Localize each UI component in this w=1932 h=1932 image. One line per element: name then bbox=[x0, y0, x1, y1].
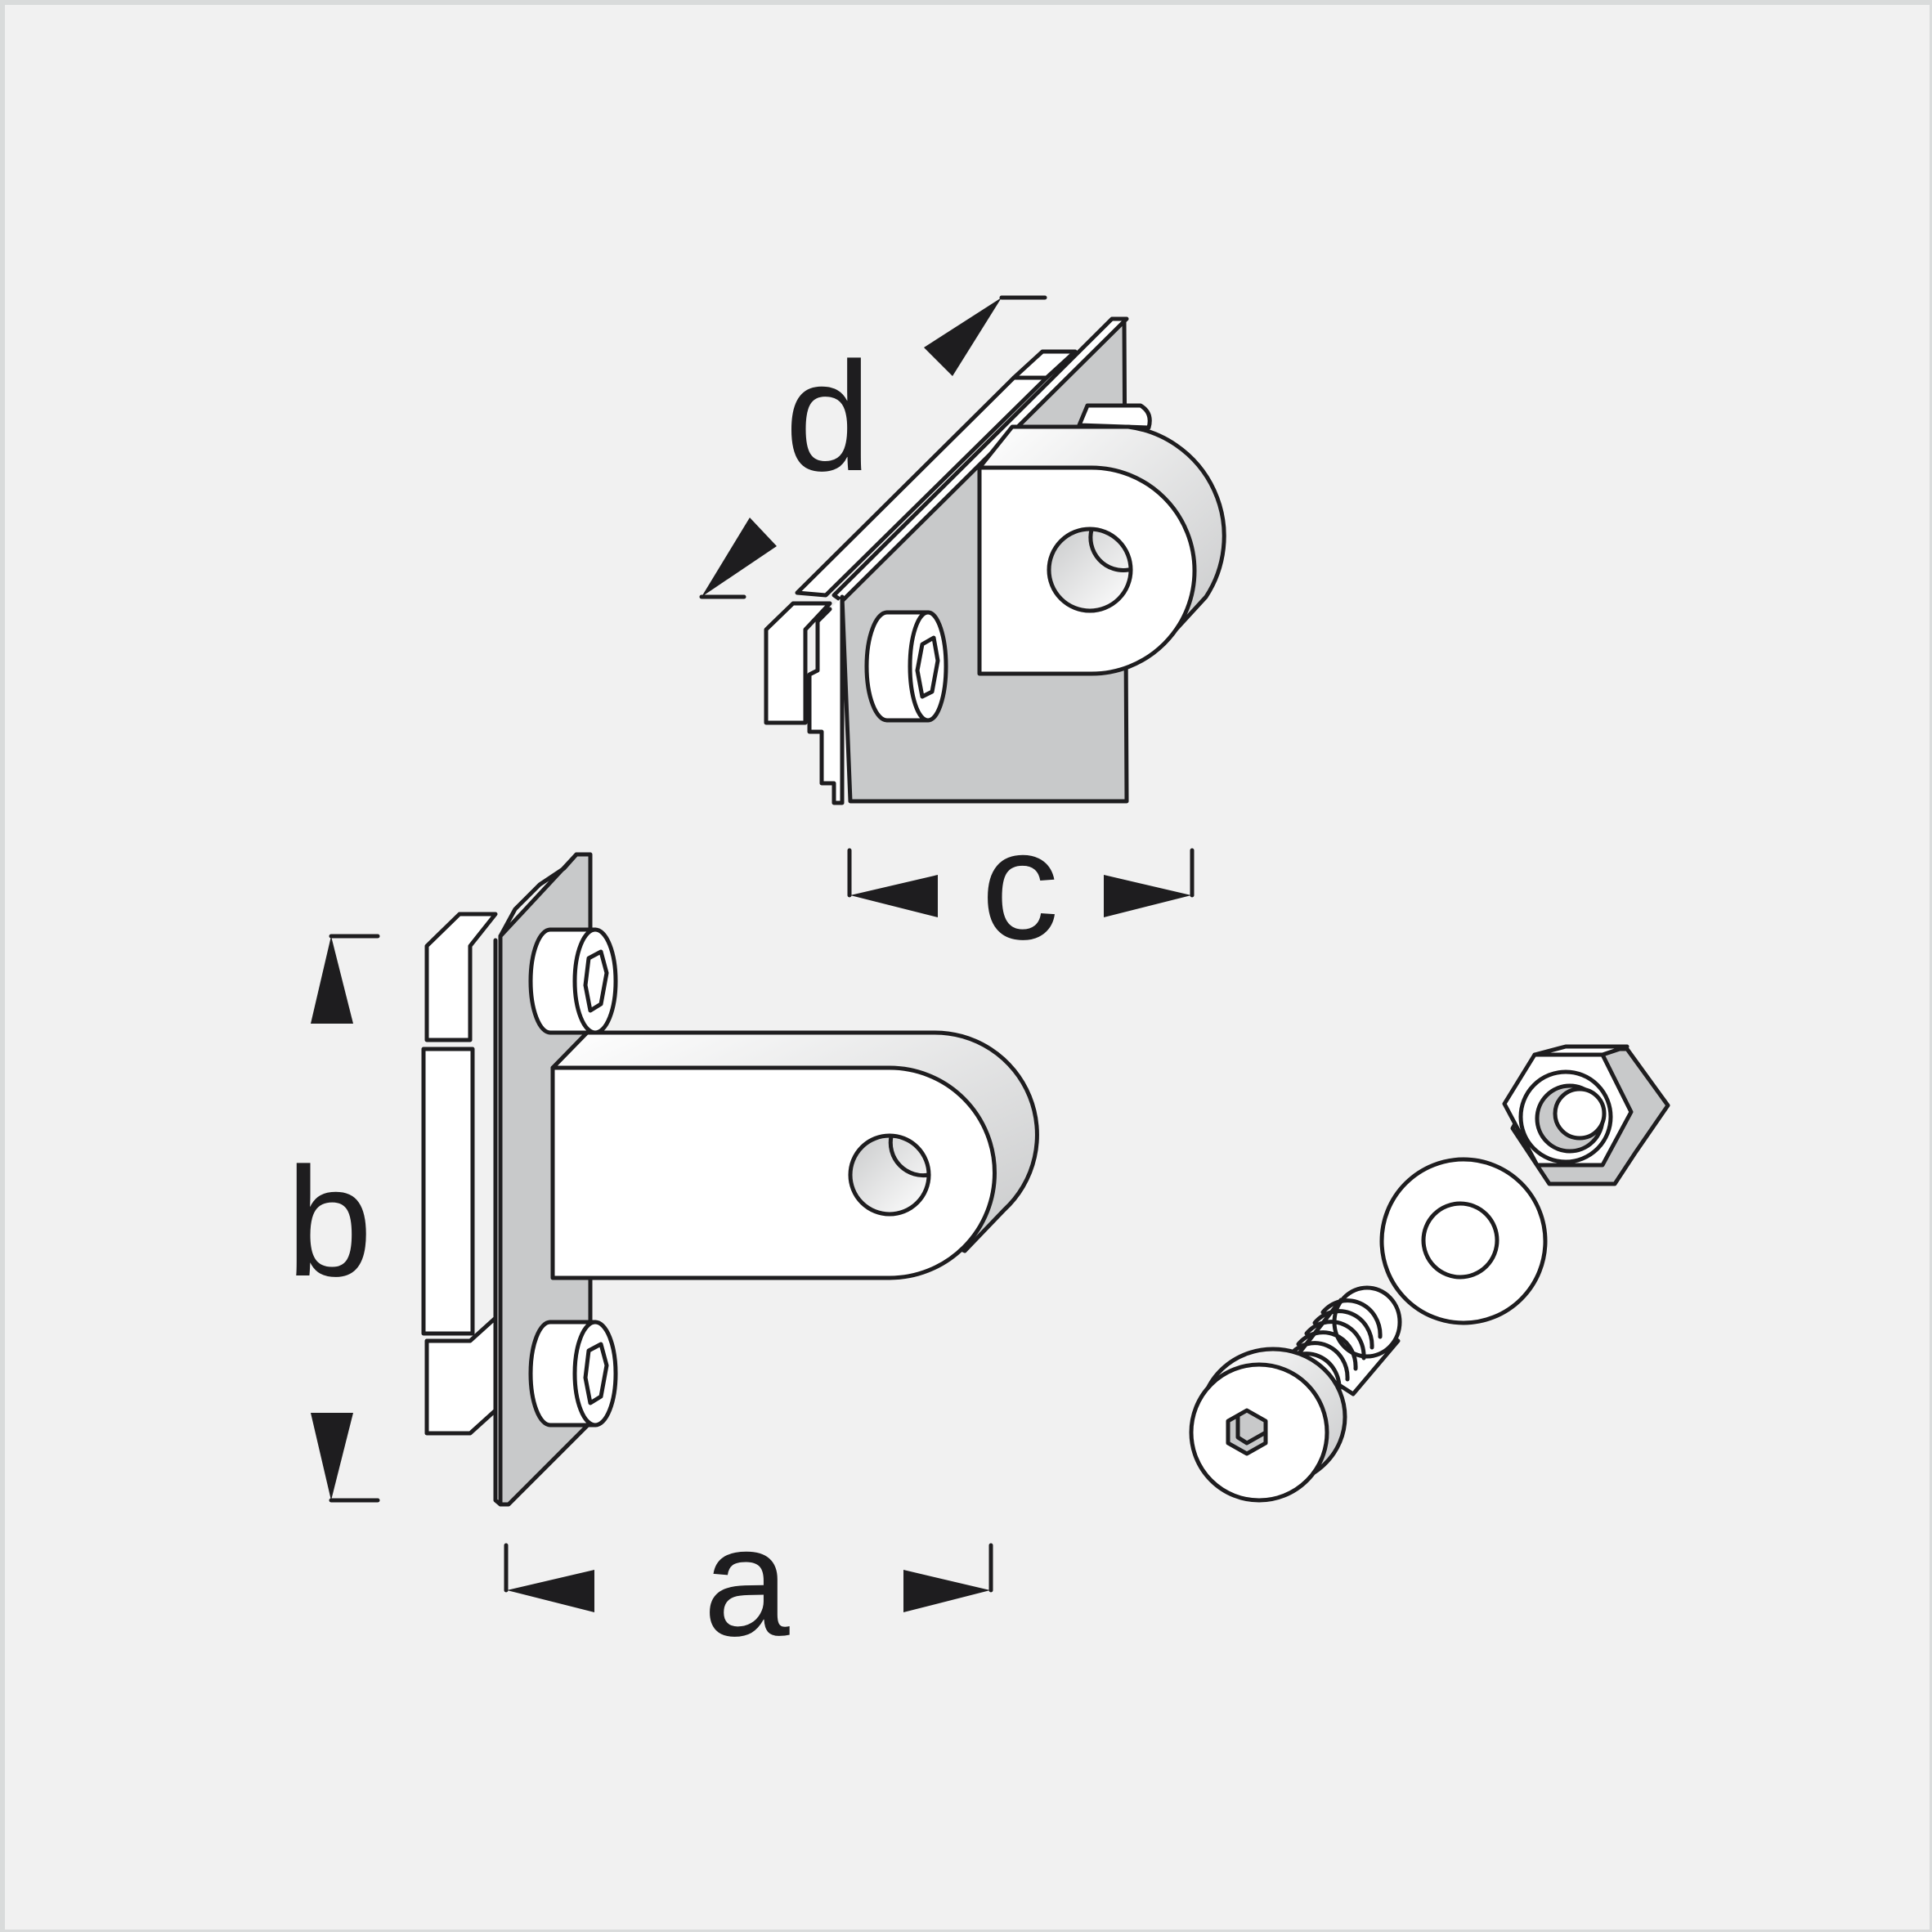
arrow-down-left-icon bbox=[702, 518, 777, 597]
hex-nut bbox=[1502, 1044, 1670, 1186]
slot-nut bbox=[764, 601, 832, 725]
hex-socket-icon bbox=[915, 635, 940, 699]
arrow-down-icon bbox=[311, 1413, 353, 1500]
washer-hole bbox=[1421, 1201, 1499, 1280]
arrow-left-icon bbox=[507, 1570, 594, 1612]
dimension-c: c bbox=[847, 799, 1195, 972]
slot-nut-bottom bbox=[424, 1316, 498, 1436]
arrow-left-icon bbox=[850, 875, 938, 917]
dimension-label-c: c bbox=[981, 799, 1059, 972]
clevis-arm-face bbox=[550, 1065, 997, 1280]
dimension-d: d bbox=[699, 295, 1047, 599]
plate-step-edge bbox=[807, 594, 845, 805]
arrow-up-icon bbox=[311, 936, 353, 1024]
slot-nut-top bbox=[424, 912, 498, 1042]
clevis-back-tab bbox=[1077, 403, 1152, 430]
dimension-label-a: a bbox=[703, 1495, 790, 1669]
hardware-set bbox=[1189, 1044, 1670, 1503]
flat-washer bbox=[1379, 1157, 1548, 1325]
arrow-up-right-icon bbox=[924, 298, 1002, 376]
isometric-bracket bbox=[764, 316, 1226, 805]
plate-edge bbox=[832, 316, 1129, 603]
dimension-label-b: b bbox=[286, 1136, 373, 1309]
dimension-a: a bbox=[504, 1495, 993, 1669]
front-view-bracket bbox=[421, 852, 1039, 1507]
hex-socket-icon bbox=[1226, 1408, 1268, 1456]
plate-top-notch bbox=[1011, 349, 1078, 380]
diagram-background bbox=[5, 5, 1930, 1930]
arrow-right-icon bbox=[903, 1570, 990, 1612]
dimension-label-d: d bbox=[785, 330, 872, 504]
slot-nut-middle bbox=[421, 1047, 475, 1336]
arrow-right-icon bbox=[1104, 875, 1191, 917]
hex-socket-icon bbox=[583, 1342, 609, 1405]
dimension-b: b bbox=[286, 934, 380, 1503]
socket-head-cap-screw bbox=[1189, 1347, 1347, 1503]
hex-socket-icon bbox=[583, 949, 609, 1013]
